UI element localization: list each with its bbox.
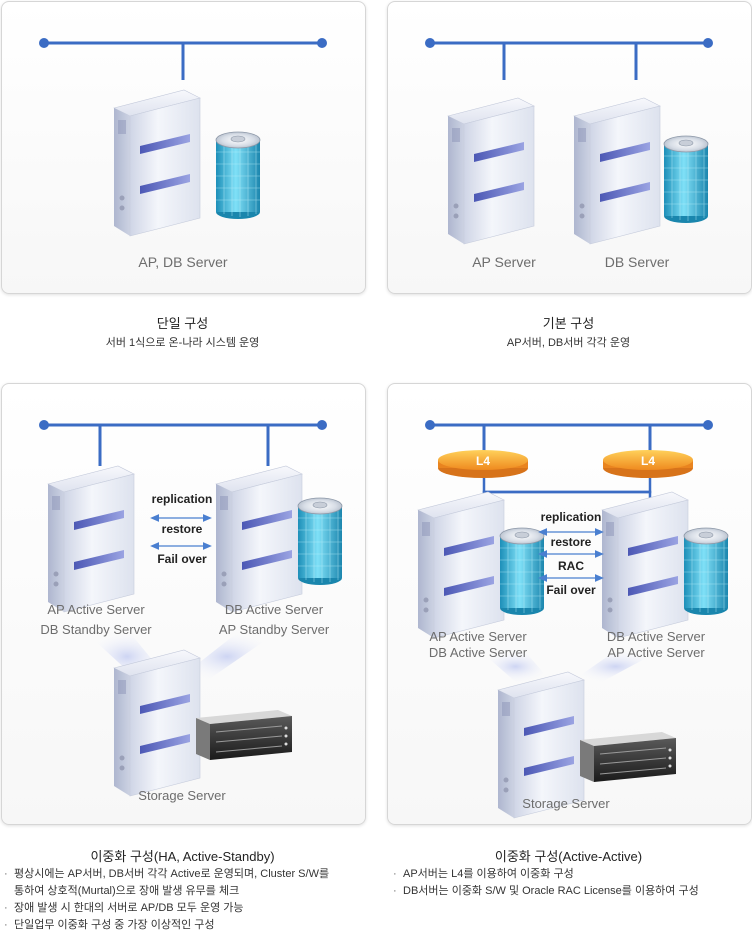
description-item: 평상시에는 AP서버, DB서버 각각 Active로 운영되며, Cluste… <box>4 866 364 883</box>
ap-server-label: AP Server <box>472 254 536 270</box>
network-node <box>39 420 49 430</box>
storage-array-icon <box>195 709 293 761</box>
ap-active-server-label: AP Active Server <box>429 629 527 644</box>
network-node <box>703 420 713 430</box>
ap-active-server-icon <box>47 465 135 613</box>
caption-subtitle: 서버 1식으로 온-나라 시스템 운영 <box>105 337 260 349</box>
replication-label: replication <box>540 510 602 524</box>
caption-title: 이중화 구성(Active-Active) <box>494 849 643 864</box>
description-item: 장애 발생 시 한대의 서버로 AP/DB 모두 운영 가능 <box>4 900 364 917</box>
ap-server-icon <box>447 97 535 245</box>
panel-active-active: L4 L4 replication restore RAC Fail over … <box>387 383 752 825</box>
caption-title: 단일 구성 <box>156 316 209 331</box>
description-list: AP서버는 L4를 이용하여 이중화 구성 DB서버는 이중화 S/W 및 Or… <box>393 866 749 900</box>
network-node <box>317 38 327 48</box>
database-icon <box>215 131 261 220</box>
panel-basic-config: AP Server DB Server <box>387 1 752 294</box>
db-server-label: DB Server <box>604 254 670 270</box>
description-item: 단일업무 이중화 구성 중 가장 이상적인 구성 <box>4 917 364 934</box>
panel-single-config: AP, DB Server <box>1 1 366 294</box>
db-server-icon <box>573 97 661 245</box>
db-active-server-icon <box>601 491 689 639</box>
db-active-server-label: DB Active Server <box>606 629 706 644</box>
ap-active-server-label: AP Active Server <box>47 602 145 617</box>
description-item: DB서버는 이중화 S/W 및 Oracle RAC License를 이용하여… <box>393 883 749 900</box>
ap-active-server-label: AP Active Server <box>607 645 705 660</box>
db-active-server-label: DB Active Server <box>428 645 528 660</box>
network-node <box>425 38 435 48</box>
database-icon <box>683 527 729 616</box>
description-item-text: 통하여 상호적(Murtal)으로 장애 발생 유무를 체크 <box>14 885 240 897</box>
server-icon <box>113 89 201 237</box>
basic-config-diagram <box>425 38 713 245</box>
l4-label: L4 <box>476 454 490 468</box>
caption-subtitle: AP서버, DB서버 각각 운영 <box>506 337 631 349</box>
ha-active-standby-diagram <box>39 420 343 797</box>
caption-title: 기본 구성 <box>542 316 595 331</box>
network-node <box>703 38 713 48</box>
network-node <box>317 420 327 430</box>
network-node <box>39 38 49 48</box>
storage-server-icon <box>113 649 201 797</box>
restore-label: restore <box>550 535 592 549</box>
description-item: AP서버는 L4를 이용하여 이중화 구성 <box>393 866 749 883</box>
replication-label: replication <box>151 492 213 506</box>
storage-link-glow <box>568 649 663 684</box>
database-icon <box>297 497 343 586</box>
rac-label: RAC <box>558 559 584 573</box>
ap-active-server-icon <box>417 491 505 639</box>
description-list: 평상시에는 AP서버, DB서버 각각 Active로 운영되며, Cluste… <box>4 866 364 934</box>
db-standby-server-label: DB Standby Server <box>40 622 152 637</box>
storage-server-label: Storage Server <box>138 788 226 803</box>
restore-label: restore <box>161 522 203 536</box>
l4-label: L4 <box>641 454 655 468</box>
caption-title: 이중화 구성(HA, Active-Standby) <box>90 849 275 864</box>
db-active-server-label: DB Active Server <box>224 602 324 617</box>
network-node <box>425 420 435 430</box>
server-label: AP, DB Server <box>138 254 228 270</box>
storage-link-glow <box>478 649 553 684</box>
description-item-continued: 통하여 상호적(Murtal)으로 장애 발생 유무를 체크 <box>4 883 364 900</box>
storage-array-icon <box>579 731 677 783</box>
failover-label: Fail over <box>157 552 207 566</box>
single-config-diagram <box>39 38 327 237</box>
failover-label: Fail over <box>546 583 596 597</box>
database-icon <box>663 135 709 224</box>
panel-ha-active-standby: replication restore Fail over AP Active … <box>1 383 366 825</box>
ap-standby-server-label: AP Standby Server <box>218 622 330 637</box>
storage-server-label: Storage Server <box>522 796 610 811</box>
active-active-diagram: L4 L4 <box>417 420 729 819</box>
db-active-server-icon <box>215 465 303 613</box>
